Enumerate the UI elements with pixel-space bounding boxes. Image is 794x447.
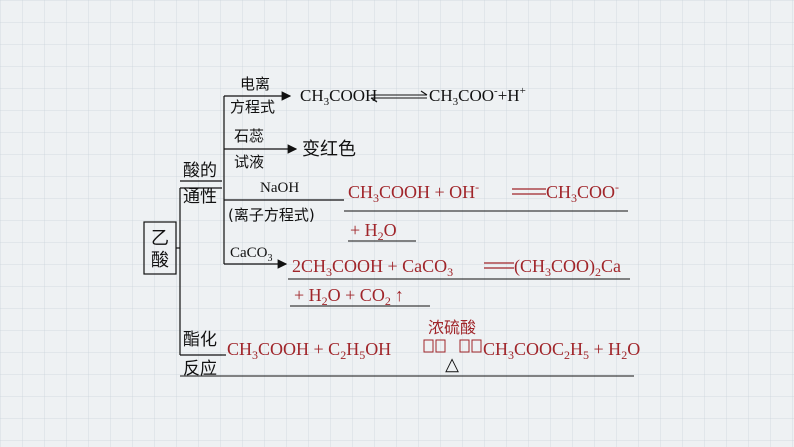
naoh-answer-product: CH3COO- xyxy=(546,180,619,205)
caco3-answer-line1: 2CH3COOH + CaCO3 xyxy=(292,256,453,279)
esterification-row: 酯化 反应 CH3COOH + C2H5OH 浓硫酸 △ CH3COOC2H5 … xyxy=(180,318,640,379)
litmus-result: 变红色 xyxy=(302,139,356,160)
naoh-equals-icon xyxy=(512,188,546,195)
root-line2: 酸 xyxy=(151,250,169,271)
naoh-answer-line2: + H2O xyxy=(350,220,397,243)
ester-reactants: CH3COOH + C2H5OH xyxy=(227,339,391,362)
caco3-answer-product: (CH3COO)2Ca xyxy=(514,256,621,279)
caco3-equals-icon xyxy=(484,262,514,269)
caco3-answer-line2: + H2O + CO2↑ xyxy=(294,285,404,308)
ionization-label-line1: 电离 xyxy=(240,75,270,93)
root-line1: 乙 xyxy=(151,228,169,249)
reversible-arrow-icon xyxy=(370,90,428,103)
caco3-label: CaCO3 xyxy=(230,245,273,264)
root-node: 乙 酸 xyxy=(143,221,177,275)
acidity-line2: 通性 xyxy=(183,187,217,207)
caco3-row: CaCO3 2CH3COOH + CaCO3 (CH3COO)2Ca + H2O… xyxy=(224,245,630,308)
litmus-row: 石蕊 试液 变红色 xyxy=(224,127,356,171)
acidity-line1: 酸的 xyxy=(183,161,217,181)
heat-triangle-icon: △ xyxy=(445,354,459,374)
acidity-branch: 酸的 通性 xyxy=(180,161,222,207)
litmus-label-line2: 试液 xyxy=(234,153,264,171)
naoh-label-line1: NaOH xyxy=(260,180,299,196)
ionization-equation: CH3COOH xyxy=(300,86,377,108)
ester-products: CH3COOC2H5 + H2O xyxy=(483,339,640,362)
ionization-row: 电离 方程式 CH3COOH CH3COO-+H+ xyxy=(224,75,526,116)
naoh-row: NaOH (离子方程式) CH3COOH + OH- CH3COO- + H2O xyxy=(224,180,628,243)
ester-label-line1: 酯化 xyxy=(183,330,217,350)
ionization-label-line2: 方程式 xyxy=(230,98,275,116)
ester-catalyst: 浓硫酸 xyxy=(428,318,476,337)
ionization-products: CH3COO-+H+ xyxy=(429,85,526,108)
ester-reversible-arrow-icon xyxy=(423,339,482,353)
naoh-label-line2: (离子方程式) xyxy=(228,206,315,224)
litmus-label-line1: 石蕊 xyxy=(234,127,264,145)
ester-label-line2: 反应 xyxy=(183,359,217,379)
root-connector xyxy=(176,187,222,356)
naoh-answer-line1: CH3COOH + OH- xyxy=(348,180,479,205)
